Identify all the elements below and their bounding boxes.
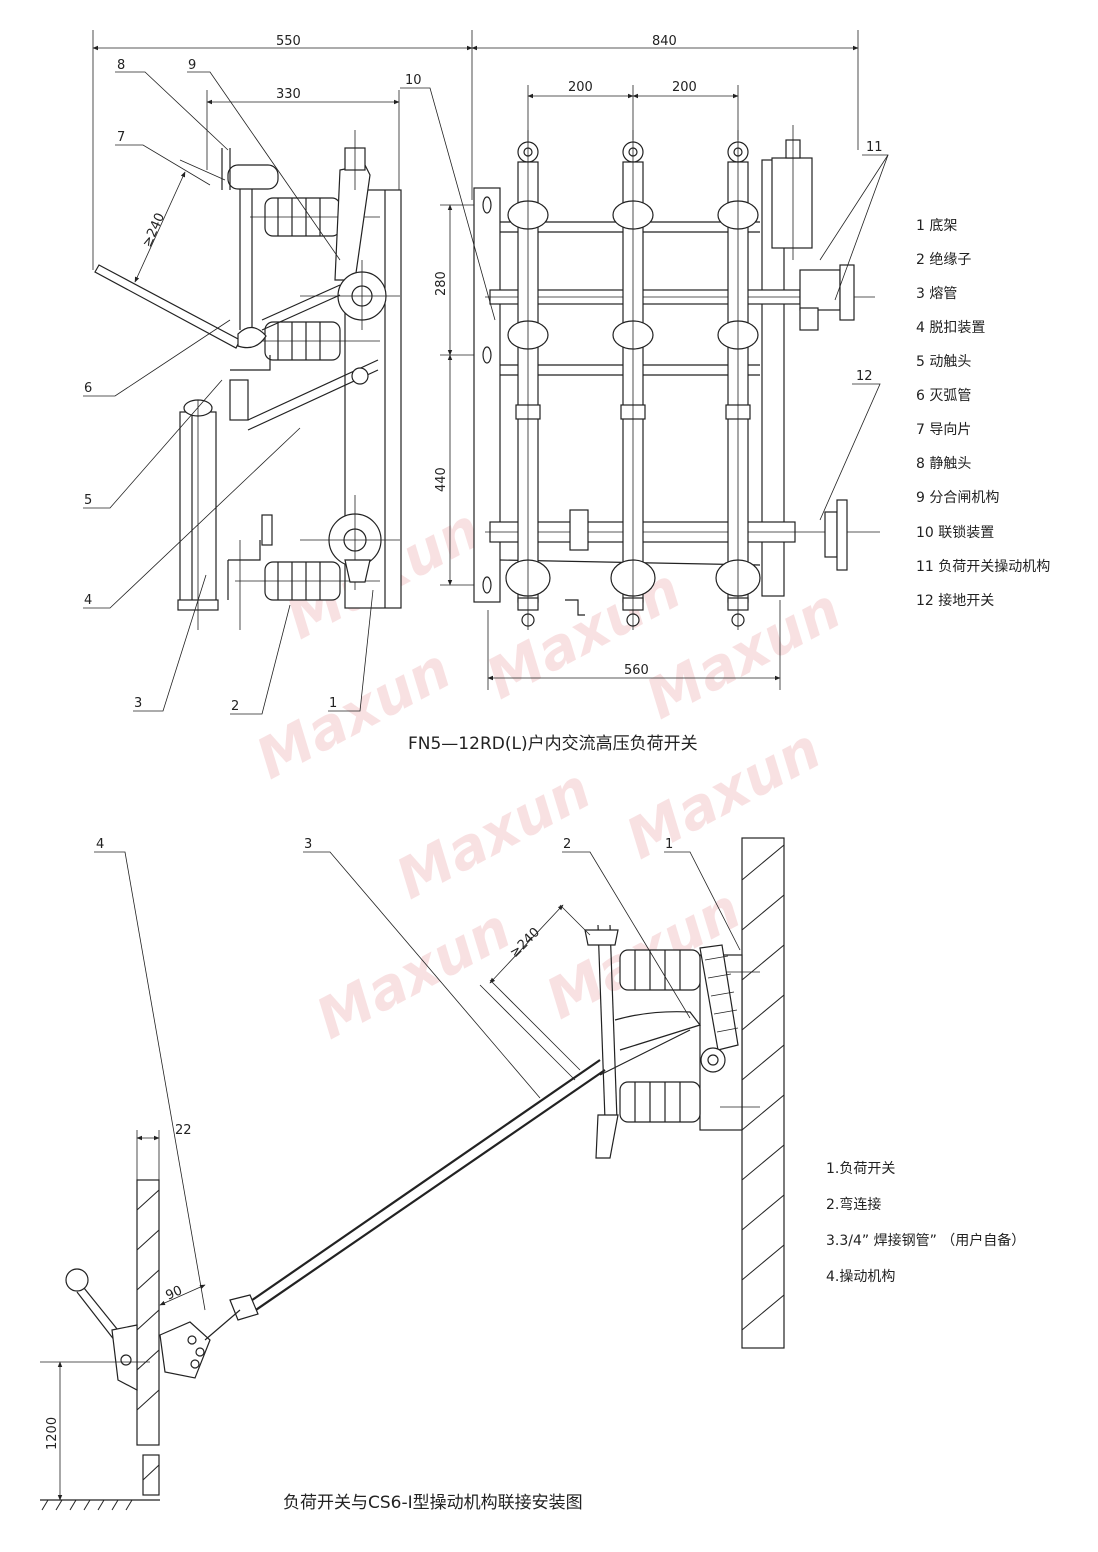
legend-item: 2 绝缘子 bbox=[916, 252, 971, 268]
top-legend: 1 底架 2 绝缘子 3 熔管 4 脱扣装置 5 动触头 6 灭弧管 7 导向片… bbox=[916, 218, 1050, 609]
callout-10: 10 bbox=[405, 73, 422, 88]
legend-item: 8 静触头 bbox=[916, 456, 971, 472]
dim-pitch-a: 200 bbox=[568, 80, 593, 95]
installation-view: ≥240 22 90 bbox=[40, 837, 785, 1511]
legend-item: 7 导向片 bbox=[916, 422, 971, 438]
dim-height-upper: 280 bbox=[434, 271, 449, 296]
callout-7: 7 bbox=[117, 130, 125, 145]
legend-item: 9 分合闸机构 bbox=[916, 490, 999, 506]
dim-base-width: 560 bbox=[624, 663, 649, 678]
legend-item: 6 灭弧管 bbox=[916, 388, 971, 404]
bottom-legend: 1.负荷开关 2.弯连接 3.3/4” 焊接钢管” （用户自备） 4.操动机构 bbox=[826, 1161, 1025, 1285]
dim-height-lower: 440 bbox=[434, 467, 449, 492]
callout-11: 11 bbox=[866, 140, 883, 155]
side-view: 550 330 ≥240 bbox=[83, 30, 473, 715]
callout-1-install: 1 bbox=[665, 837, 673, 852]
callout-2: 2 bbox=[231, 699, 239, 714]
callout-9: 9 bbox=[188, 58, 196, 73]
dim-clearance-240: ≥240 bbox=[140, 211, 168, 250]
callout-5: 5 bbox=[84, 493, 92, 508]
legend-item: 2.弯连接 bbox=[826, 1196, 881, 1213]
phase-pole bbox=[505, 130, 551, 630]
front-view: 840 200 200 280 440 560 bbox=[400, 30, 889, 690]
bottom-caption: 负荷开关与CS6-I型操动机构联接安装图 bbox=[283, 1493, 583, 1513]
dim-wall-thickness: 22 bbox=[175, 1123, 192, 1138]
callout-1: 1 bbox=[329, 696, 337, 711]
callout-3-install: 3 bbox=[304, 837, 312, 852]
watermark: Maxun bbox=[306, 897, 521, 1053]
legend-item: 12 接地开关 bbox=[916, 592, 994, 609]
legend-item: 4.操动机构 bbox=[826, 1269, 895, 1285]
phase-pole bbox=[715, 130, 761, 630]
callout-8: 8 bbox=[117, 58, 125, 73]
legend-item: 4 脱扣装置 bbox=[916, 320, 985, 336]
dim-angle-offset: 90 bbox=[164, 1283, 185, 1303]
watermark: Maxun bbox=[246, 637, 461, 793]
callout-3: 3 bbox=[134, 696, 142, 711]
legend-item: 3.3/4” 焊接钢管” （用户自备） bbox=[826, 1232, 1025, 1249]
legend-item: 11 负荷开关操动机构 bbox=[916, 559, 1050, 575]
legend-item: 5 动触头 bbox=[916, 354, 971, 370]
dim-330: 330 bbox=[276, 87, 301, 102]
dim-550: 550 bbox=[276, 34, 301, 49]
phase-pole bbox=[610, 130, 656, 630]
callout-4-install: 4 bbox=[96, 837, 104, 852]
top-caption: FN5—12RD(L)户内交流高压负荷开关 bbox=[408, 734, 698, 754]
callout-2-install: 2 bbox=[563, 837, 571, 852]
legend-item: 1 底架 bbox=[916, 218, 957, 234]
legend-item: 10 联锁装置 bbox=[916, 525, 994, 541]
legend-item: 1.负荷开关 bbox=[826, 1161, 895, 1177]
watermark: Maxun bbox=[386, 757, 601, 913]
dim-840: 840 bbox=[652, 34, 677, 49]
callout-4: 4 bbox=[84, 593, 92, 608]
callout-6: 6 bbox=[84, 381, 92, 396]
dim-pitch-b: 200 bbox=[672, 80, 697, 95]
legend-item: 3 熔管 bbox=[916, 286, 957, 302]
callout-12: 12 bbox=[856, 369, 873, 384]
dim-mount-height: 1200 bbox=[45, 1417, 60, 1450]
